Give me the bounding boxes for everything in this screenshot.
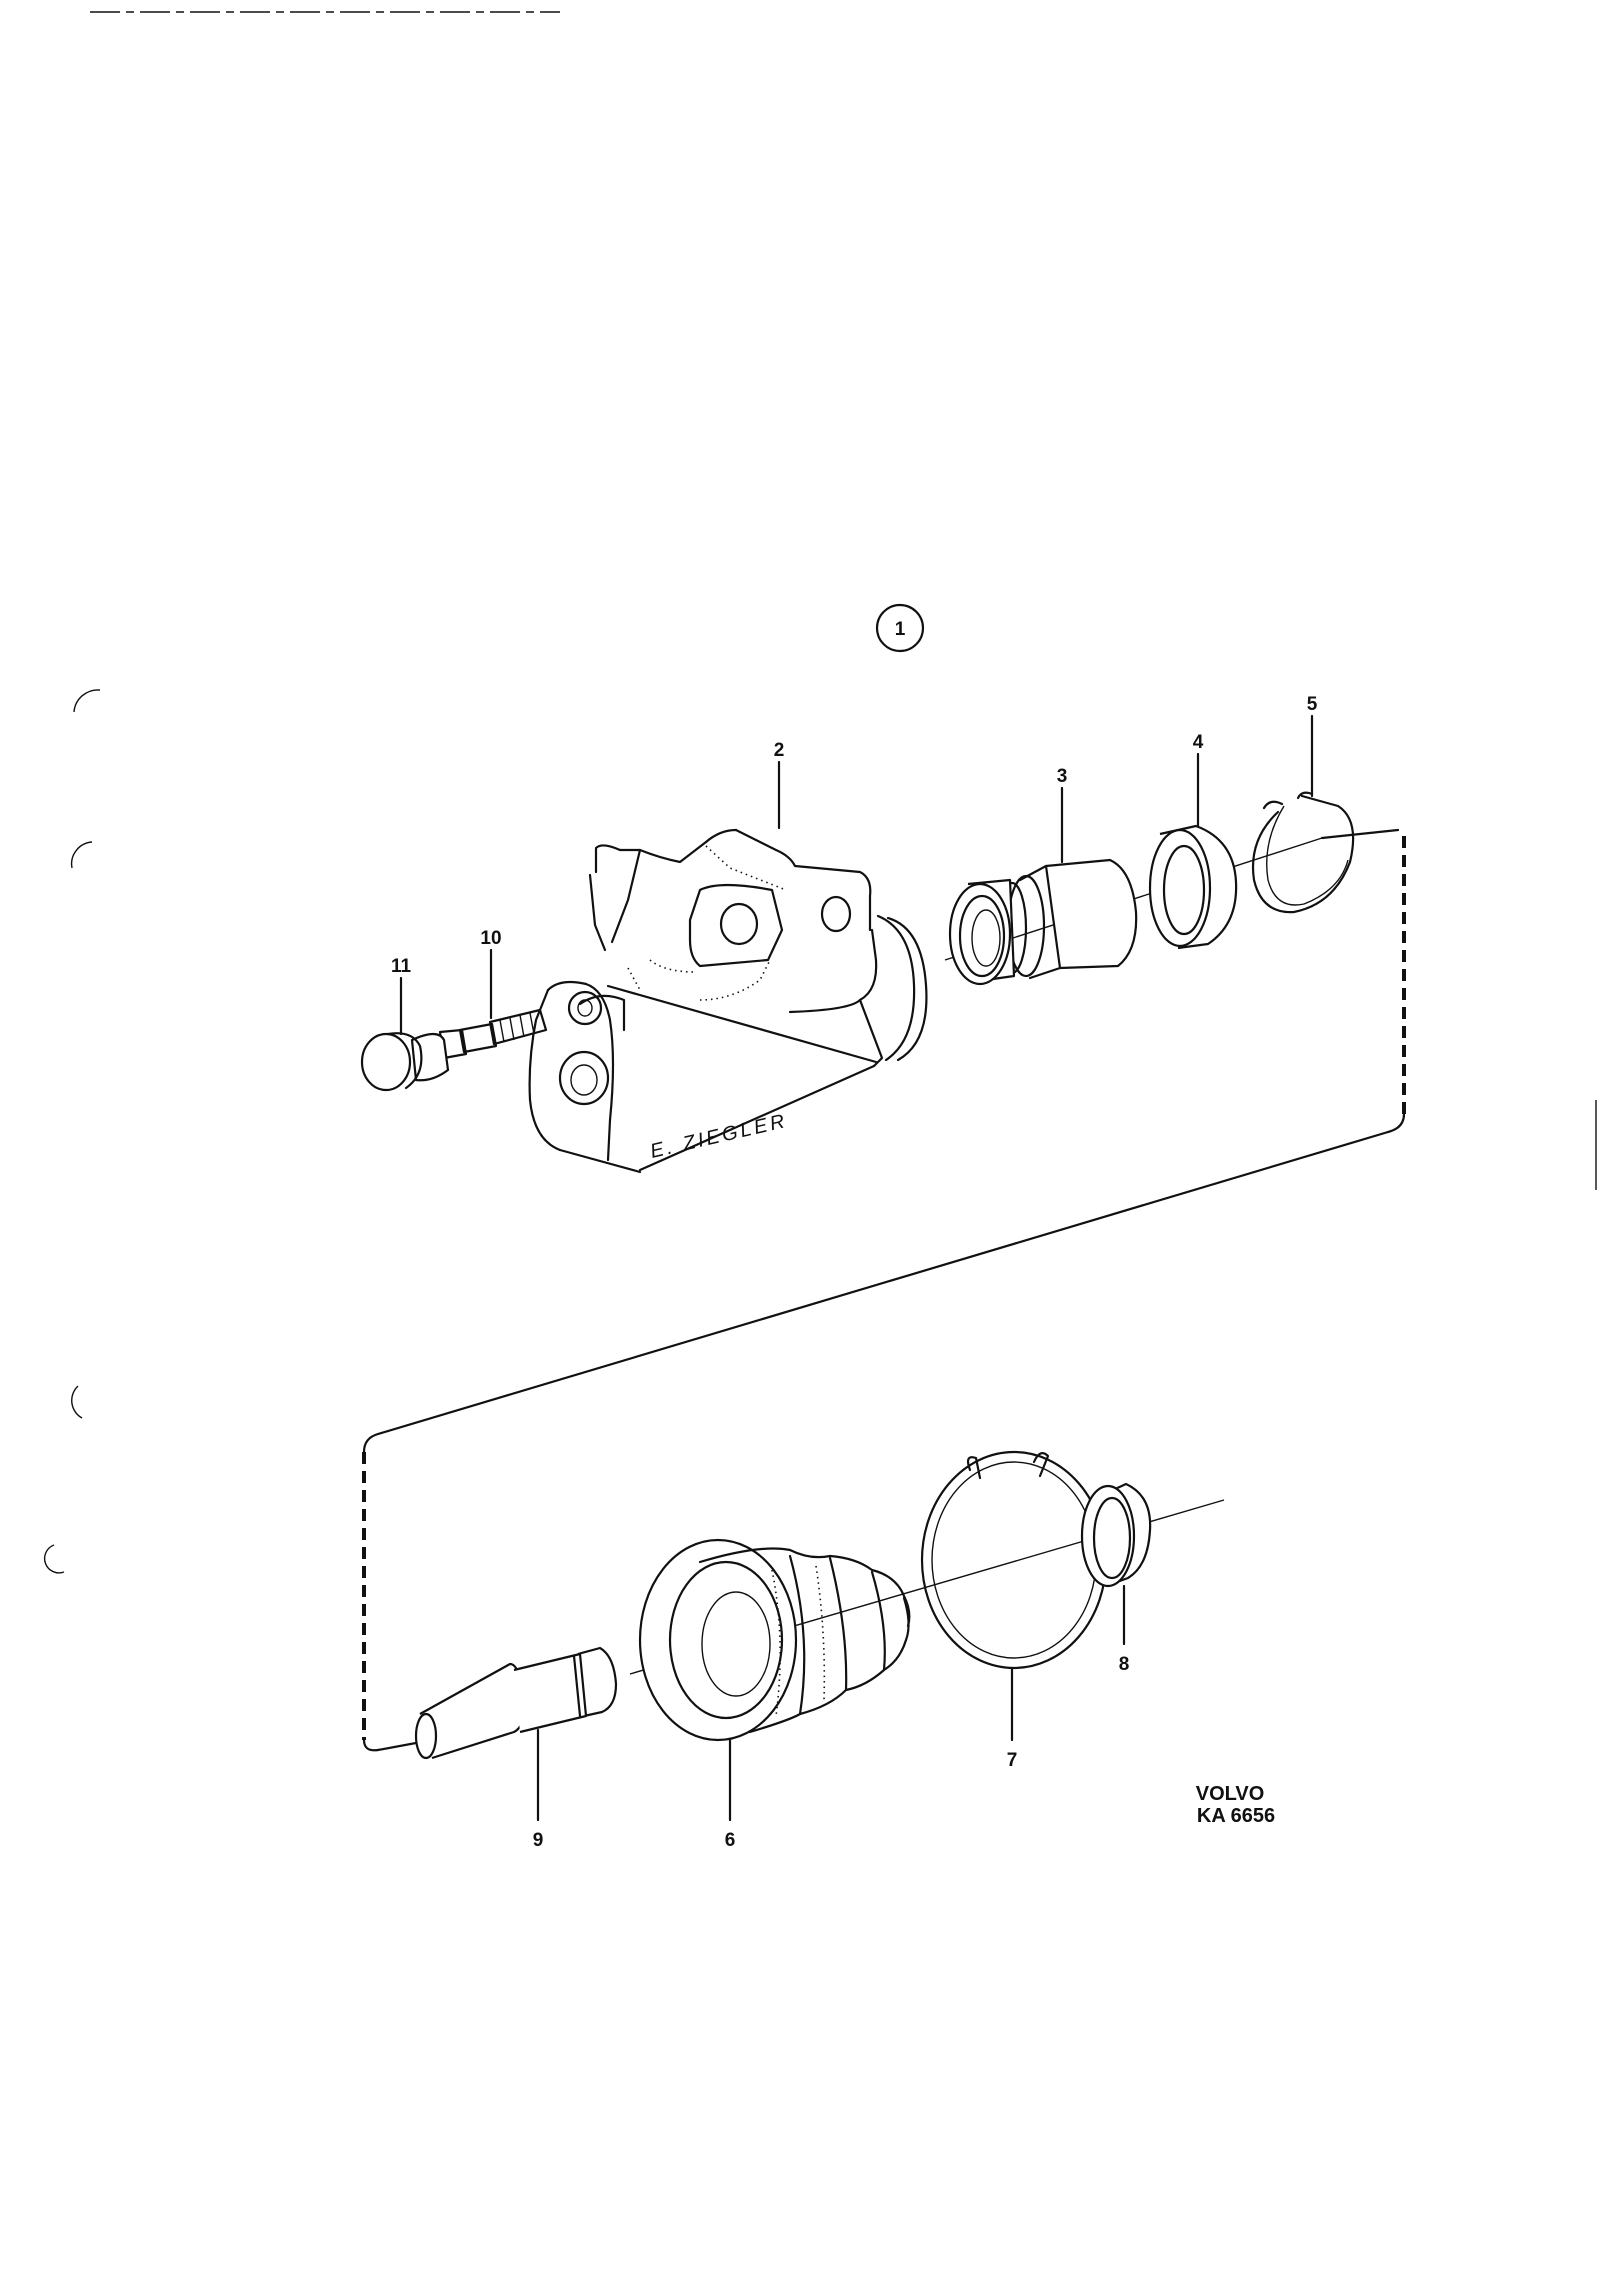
part-5-circlip <box>1252 791 1355 914</box>
callout-2: 2 <box>774 740 785 761</box>
leader-lines <box>399 714 1314 1822</box>
signature-text: E. ZIEGLER <box>648 1110 789 1163</box>
part-6-rubber-boot <box>638 1538 911 1742</box>
part-11-dust-cap <box>360 1032 450 1092</box>
assembly-connector <box>362 828 1406 1752</box>
view-number-badge: 1 <box>875 603 925 653</box>
callout-4: 4 <box>1193 732 1204 753</box>
callout-3: 3 <box>1057 766 1068 787</box>
callout-11: 11 <box>391 956 412 977</box>
illustrator-signature: E. ZIEGLER <box>648 1110 789 1163</box>
view-number: 1 <box>895 619 906 640</box>
callout-7: 7 <box>1007 1750 1018 1771</box>
drawing-code: KA 6656 <box>1197 1805 1275 1827</box>
callout-labels: 2 3 4 5 6 7 8 9 10 11 <box>391 694 1318 1851</box>
part-8-bushing <box>1080 1482 1152 1588</box>
part-2-cylinder-housing <box>528 828 928 1174</box>
callout-8: 8 <box>1119 1654 1130 1675</box>
part-3-piston <box>948 858 1138 986</box>
callout-6: 6 <box>725 1830 736 1851</box>
drawing-reference-block: VOLVO KA 6656 <box>1196 1783 1275 1827</box>
brand-name: VOLVO <box>1196 1783 1265 1805</box>
part-9-push-rod <box>414 1646 618 1760</box>
part-7-clamp-ring <box>920 1450 1108 1670</box>
part-10-bleed-screw <box>438 1008 548 1060</box>
callout-10: 10 <box>480 928 501 949</box>
binder-holes <box>43 689 101 1574</box>
callout-5: 5 <box>1307 694 1318 715</box>
part-4-seal <box>1148 824 1238 950</box>
callout-9: 9 <box>533 1830 544 1851</box>
